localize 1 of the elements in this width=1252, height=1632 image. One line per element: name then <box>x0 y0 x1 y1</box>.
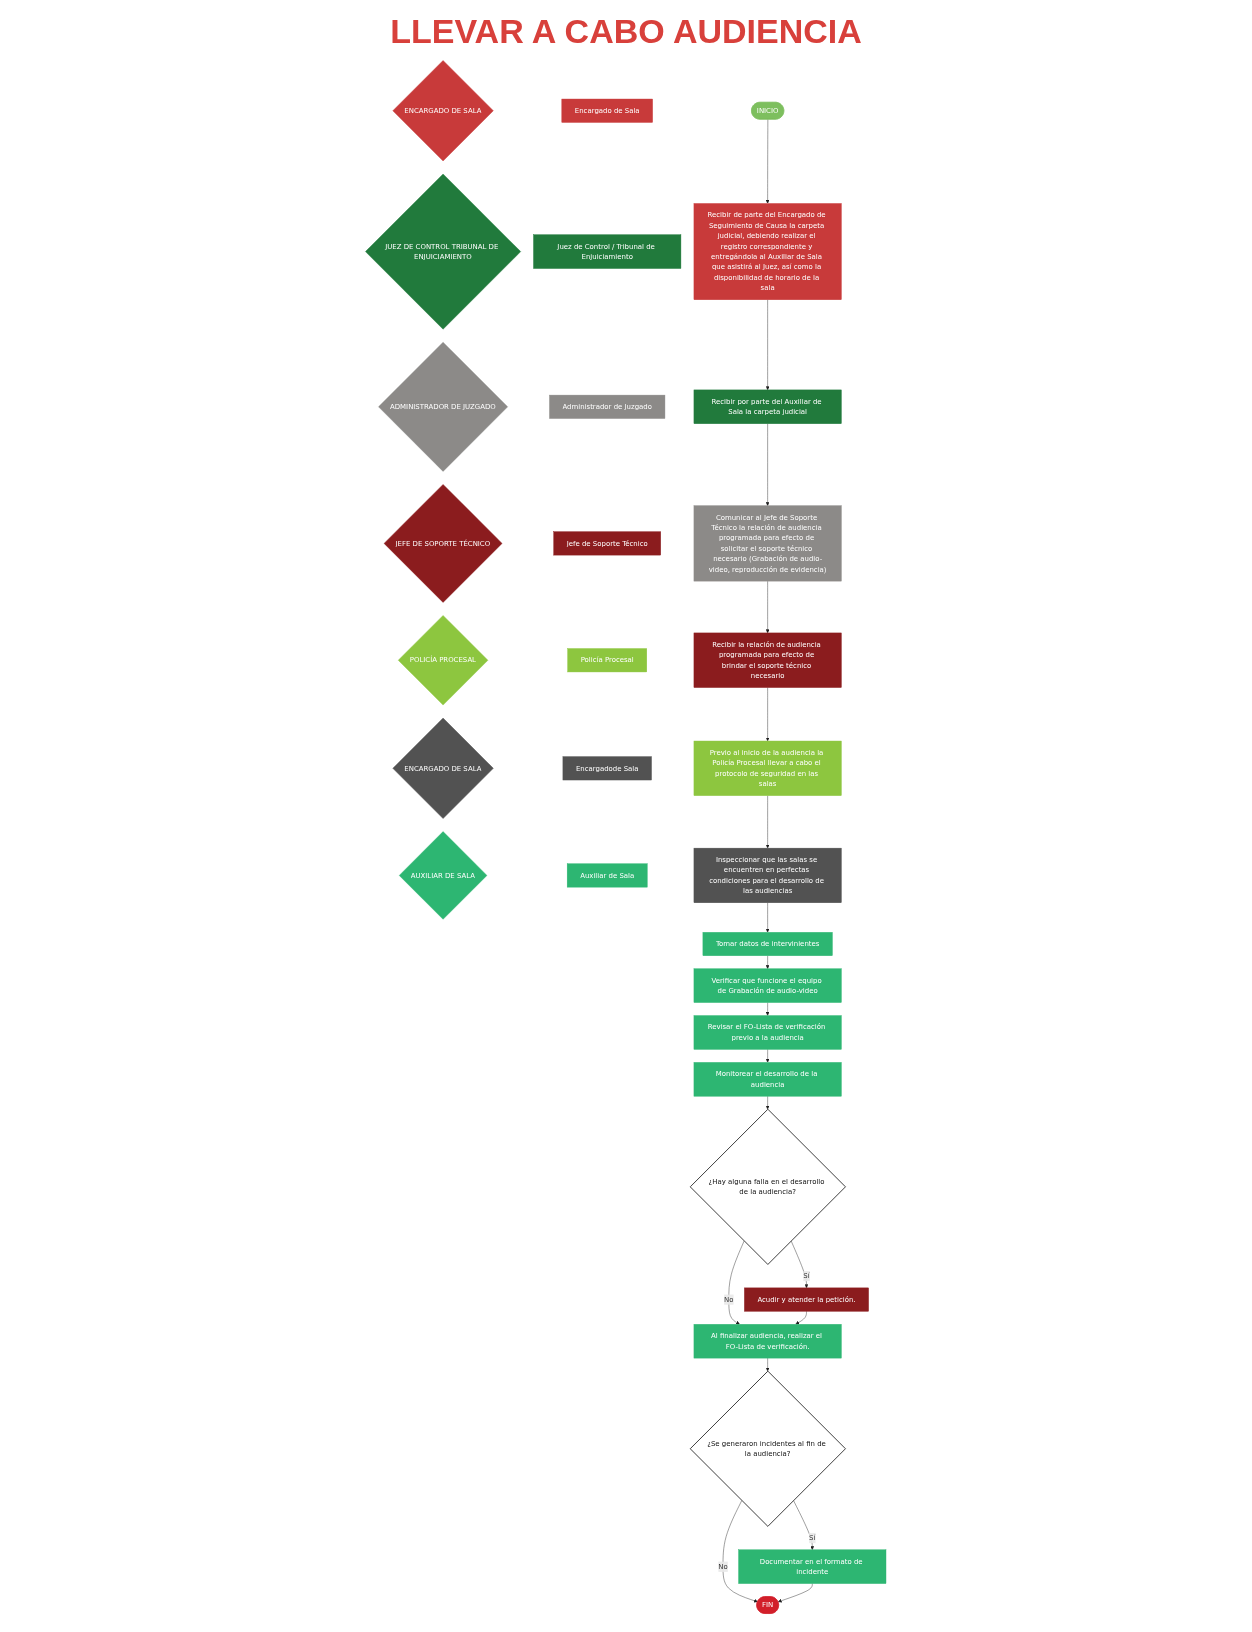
diagram-title: LLEVAR A CABO AUDIENCIA <box>390 12 862 51</box>
